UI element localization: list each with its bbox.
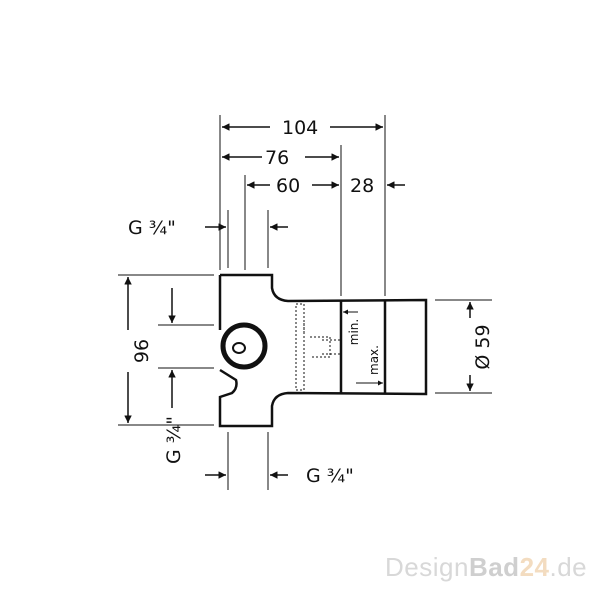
max-label: max. — [367, 345, 381, 375]
thread-left-label: G ¾" — [163, 416, 185, 464]
min-max-marks — [343, 309, 383, 386]
valve-body-outline — [218, 273, 428, 428]
min-label: min. — [347, 319, 361, 345]
extension-lines — [118, 115, 492, 490]
dim-28: 28 — [350, 175, 374, 197]
dim-96: 96 — [131, 339, 153, 363]
hidden-lines — [295, 303, 340, 391]
watermark-logo: DesignBad24.de — [385, 552, 588, 582]
dim-diameter: Ø 59 — [472, 324, 494, 369]
thread-bottom-label: G ¾" — [306, 465, 354, 487]
thread-top-label: G ¾" — [128, 217, 176, 239]
dim-104: 104 — [282, 117, 318, 139]
dim-60: 60 — [276, 175, 300, 197]
dimension-arrows — [124, 123, 474, 479]
dim-76: 76 — [265, 147, 289, 169]
